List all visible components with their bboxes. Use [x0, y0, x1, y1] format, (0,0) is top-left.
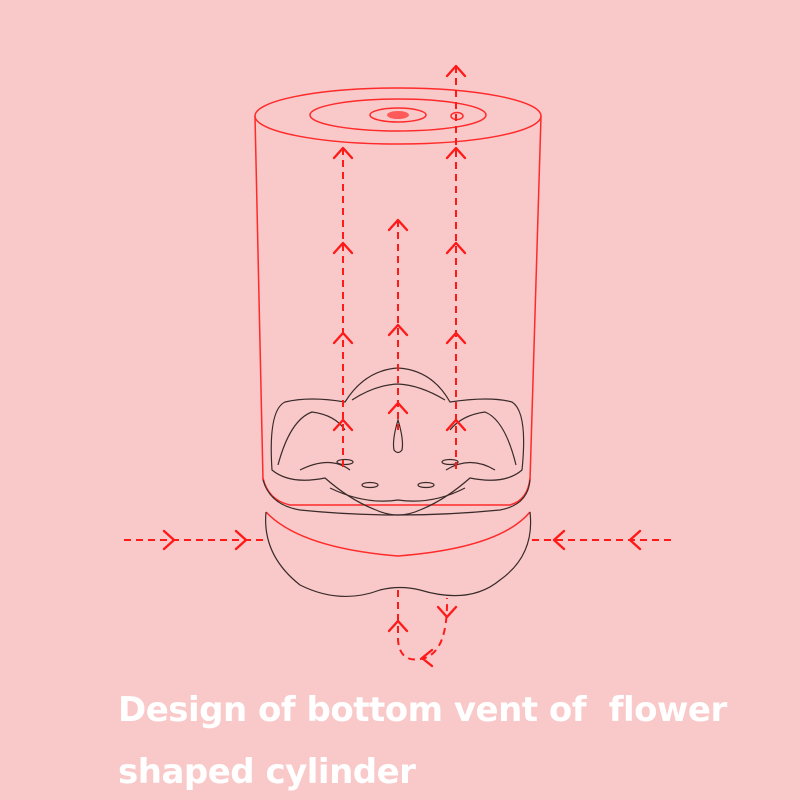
cylinder-left-wall [254, 115, 264, 481]
base-band-line [265, 511, 531, 557]
arrow-right-icon [162, 529, 176, 551]
arrow-left-icon [552, 529, 566, 551]
cylinder-bottom-rim [262, 477, 531, 506]
top-ring-inner-1 [309, 98, 487, 132]
base-outer-shape [265, 511, 532, 597]
petal-fold-right [445, 461, 496, 471]
arrow-up-icon [387, 619, 409, 633]
arrow-up-icon [445, 241, 467, 255]
airflow-bottom-loop [397, 590, 449, 661]
arrow-up-icon [332, 331, 354, 345]
flower-petal-cup [270, 367, 525, 516]
caption-line-1: Design of bottom vent of flower [118, 690, 727, 730]
petal-bottom-curve [329, 487, 466, 502]
top-ring-inner-2 [369, 107, 427, 123]
petal-inner-left [277, 411, 346, 466]
petal-fold-left [299, 461, 351, 471]
airflow-arrows [162, 64, 642, 668]
arrow-up-icon [445, 146, 467, 160]
airflow-lines [124, 66, 675, 661]
arrow-up-icon [445, 64, 467, 78]
arrow-up-icon [332, 241, 354, 255]
arrow-up-icon [332, 146, 354, 160]
arrow-up-icon [445, 331, 467, 345]
center-drop [392, 417, 404, 454]
vent-slot-2 [441, 458, 459, 466]
caption-line-2: shaped cylinder [118, 752, 416, 792]
arrow-up-icon [332, 418, 354, 432]
petal-inner-center [351, 383, 446, 401]
petal-outer [270, 367, 525, 516]
vent-slot-3 [361, 481, 379, 489]
arrow-left-icon [628, 529, 642, 551]
arrow-down-icon [436, 605, 458, 619]
top-outlet-dot [387, 111, 409, 119]
arrow-up-icon [445, 418, 467, 432]
arrow-right-icon [234, 529, 248, 551]
arrow-up-icon [387, 218, 409, 232]
petal-inner-right [449, 411, 517, 466]
arrow-up-icon [387, 401, 409, 415]
vent-slot-4 [417, 481, 435, 489]
arrow-up-icon [387, 323, 409, 337]
cylinder-right-wall [529, 115, 542, 481]
vent-slot-1 [336, 458, 354, 466]
base-top-edge [262, 479, 531, 516]
arrow-left-icon [420, 648, 434, 668]
